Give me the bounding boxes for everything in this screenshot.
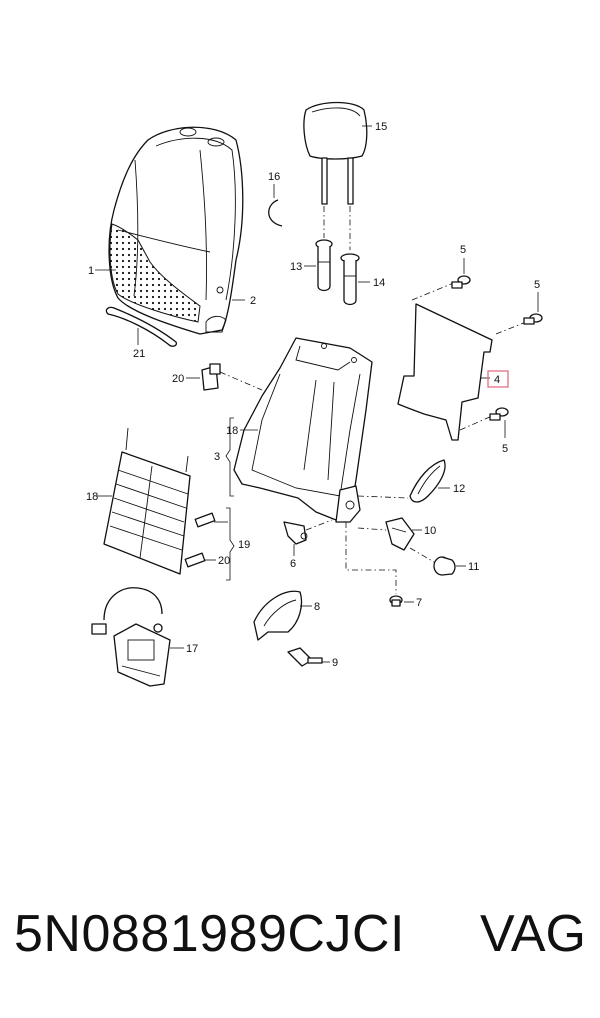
callout-5-bottom: 5 [502,443,508,455]
clip-16 [268,199,283,227]
callout-4-box [487,370,509,388]
callout-4: 4 [494,374,500,386]
screw-5-bottom [489,407,509,421]
headrest [303,101,368,205]
callout-3: 3 [214,451,220,463]
callout-13: 13 [290,261,302,273]
guide-sleeve-14 [340,253,360,306]
callout-5-right: 5 [534,279,540,291]
spring-20-upper [194,512,216,528]
lumbar-pump-17 [91,587,171,687]
callout-7: 7 [416,597,422,609]
pin-9 [287,647,323,667]
guide-sleeve-13 [315,239,333,292]
seat-back-frame [233,337,373,523]
callout-19: 19 [238,539,250,551]
callout-1: 1 [88,265,94,277]
callout-11: 11 [468,561,479,573]
callout-21: 21 [133,348,145,360]
knob-11 [433,556,456,576]
lever-10 [385,517,415,551]
callout-9: 9 [332,657,338,669]
back-panel-4 [397,303,493,441]
seat-back-cover [108,126,244,335]
callout-12: 12 [453,483,465,495]
callout-8: 8 [314,601,320,613]
handle-cover-12 [409,459,446,503]
screw-7 [389,595,403,607]
screw-5-top [451,275,471,289]
callout-5-top: 5 [460,244,466,256]
brand-label: VAG [480,905,586,963]
bracket-6 [283,521,308,545]
caption-bar: 5N0881989CJCI VAG [0,904,600,974]
callout-18-frame: 18 [226,425,238,437]
callout-14: 14 [373,277,385,289]
wire-21 [105,306,178,347]
callout-20-top: 20 [172,373,184,385]
spring-20-lower [184,552,206,568]
callout-10: 10 [424,525,436,537]
lumbar-mat-18 [103,427,191,575]
callout-20-bottom: 20 [218,555,230,567]
callout-15: 15 [375,121,387,133]
callout-18-mat: 18 [86,491,98,503]
part-number: 5N0881989CJCI [14,905,405,963]
bracket-20-top [201,363,221,391]
callout-6: 6 [290,558,296,570]
callout-17: 17 [186,643,198,655]
callout-2: 2 [250,295,256,307]
callout-16: 16 [268,171,280,183]
screw-5-right [523,313,543,325]
cover-8 [253,590,303,641]
